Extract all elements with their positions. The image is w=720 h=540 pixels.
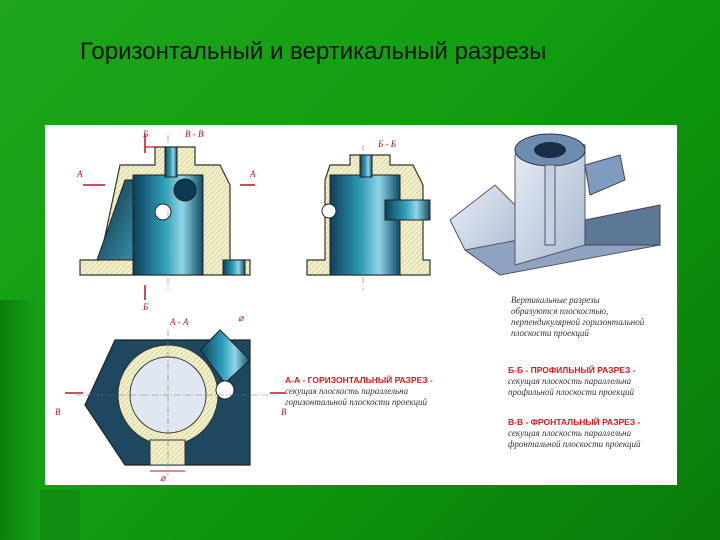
- label-a-a: А - А: [169, 317, 189, 327]
- front-section-view: [79, 135, 251, 290]
- label-a-left: А: [76, 169, 83, 179]
- bb-note-heading: Б-Б - ПРОФИЛЬНЫЙ РАЗРЕЗ -: [508, 365, 636, 375]
- figure-panel: Б В - В Б А А Б - Б: [45, 125, 677, 485]
- label-a-right: А: [249, 169, 256, 179]
- section-markers-top: Б В - В Б А А: [76, 129, 256, 312]
- label-v-left: В: [55, 407, 61, 417]
- vertical-note-text: образуются плоскостью, перпендикулярной …: [511, 306, 645, 338]
- vertical-note-heading: Вертикальные разрезы: [511, 295, 600, 305]
- aa-note-heading: А-А - ГОРИЗОНТАЛЬНЫЙ РАЗРЕЗ -: [285, 375, 433, 385]
- label-b-top: Б: [142, 129, 149, 139]
- diameter-label-top: ⌀: [238, 313, 245, 323]
- bb-note: Б-Б - ПРОФИЛЬНЫЙ РАЗРЕЗ - секущая плоско…: [508, 365, 668, 398]
- profile-section-view: Б - Б: [306, 139, 431, 290]
- aa-note: А-А - ГОРИЗОНТАЛЬНЫЙ РАЗРЕЗ - секущая пл…: [285, 375, 455, 408]
- vv-note-heading: В-В - ФРОНТАЛЬНЫЙ РАЗРЕЗ -: [508, 417, 641, 427]
- horizontal-section-view: А - А В В ⌀ ⌀: [55, 313, 287, 483]
- slide-title: Горизонтальный и вертикальный разрезы: [80, 38, 547, 65]
- drawing-canvas: Б В - В Б А А Б - Б: [55, 129, 662, 483]
- bb-note-text: секущая плоскость параллельна профильной…: [508, 376, 634, 397]
- label-v-right: В: [281, 407, 287, 417]
- vv-note-text: секущая плоскость параллельна фронтально…: [508, 428, 641, 449]
- label-v-v: В - В: [185, 129, 204, 139]
- decor-stripe-bottom: [40, 490, 80, 540]
- vertical-note: Вертикальные разрезы образуются плоскост…: [511, 295, 671, 339]
- label-b-b: Б - Б: [377, 139, 397, 149]
- aa-note-text: секущая плоскость параллельна горизонтал…: [285, 386, 428, 407]
- decor-stripe: [0, 300, 40, 540]
- diameter-label-bottom: ⌀: [160, 473, 167, 483]
- label-b-bottom: Б: [142, 302, 149, 312]
- vv-note: В-В - ФРОНТАЛЬНЫЙ РАЗРЕЗ - секущая плоск…: [508, 417, 668, 450]
- isometric-view: [449, 133, 662, 276]
